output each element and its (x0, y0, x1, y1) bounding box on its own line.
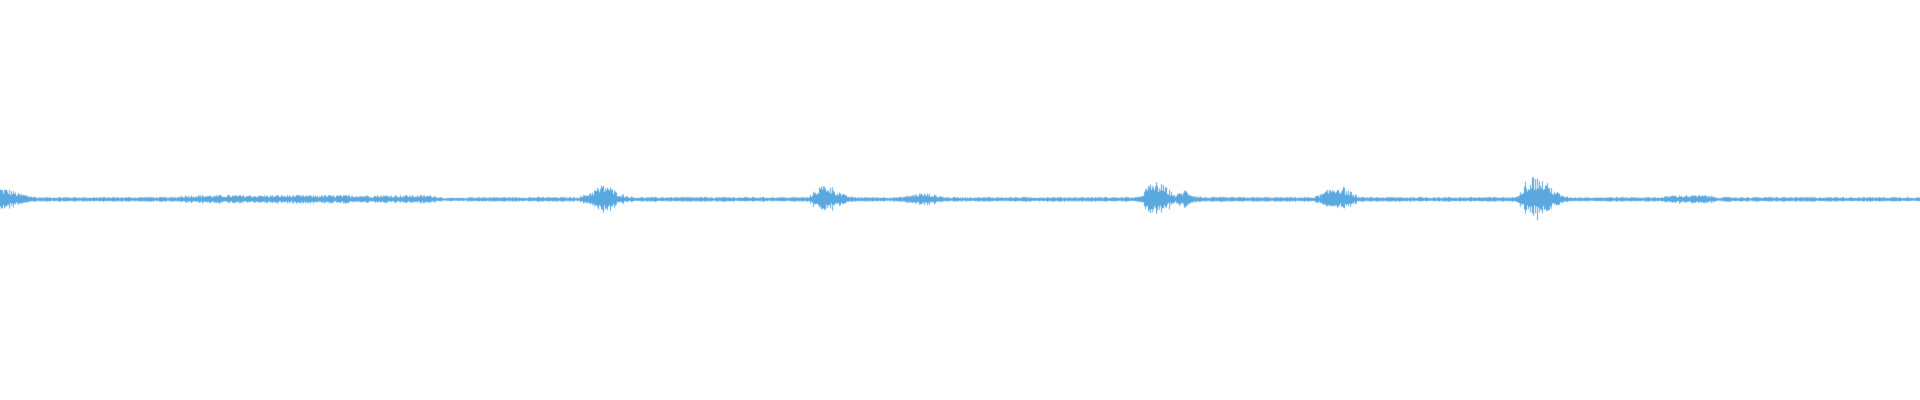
audio-waveform[interactable] (0, 0, 1920, 400)
